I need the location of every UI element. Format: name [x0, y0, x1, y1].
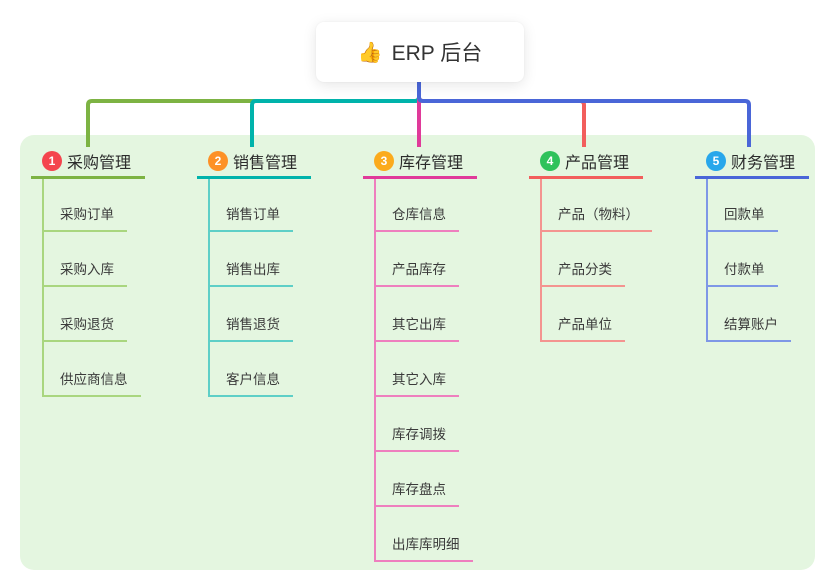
branch-node[interactable]: 1 采购管理 [31, 146, 145, 179]
child-node-label: 其它入库 [392, 372, 446, 387]
child-node-label: 采购入库 [60, 262, 114, 277]
child-node[interactable]: 库存盘点 [376, 452, 459, 507]
child-node[interactable]: 产品分类 [542, 232, 625, 287]
child-node[interactable]: 销售出库 [210, 232, 293, 287]
branch-node[interactable]: 5 财务管理 [695, 146, 809, 179]
child-node[interactable]: 回款单 [708, 179, 778, 232]
branch-number-badge: 4 [540, 151, 560, 171]
root-node[interactable]: 👍 ERP 后台 [316, 22, 524, 82]
child-node-label: 客户信息 [226, 372, 280, 387]
child-node-label: 销售订单 [226, 207, 280, 222]
child-node-label: 销售出库 [226, 262, 280, 277]
child-node[interactable]: 结算账户 [708, 287, 791, 342]
branch-产品管理: 4 产品管理 产品（物料） 产品分类 产品单位 [529, 146, 652, 342]
branch-number-badge: 3 [374, 151, 394, 171]
child-node-label: 产品分类 [558, 262, 612, 277]
branch-销售管理: 2 销售管理 销售订单 销售出库 销售退货 客户信息 [197, 146, 311, 397]
branch-number-badge: 2 [208, 151, 228, 171]
child-node[interactable]: 供应商信息 [44, 342, 141, 397]
child-node[interactable]: 出库库明细 [376, 507, 473, 562]
child-node-label: 产品（物料） [558, 207, 639, 222]
child-node[interactable]: 客户信息 [210, 342, 293, 397]
branch-title-label: 销售管理 [233, 155, 298, 172]
child-node-label: 出库库明细 [392, 537, 460, 552]
branch-children: 采购订单 采购入库 采购退货 供应商信息 [42, 179, 145, 397]
child-node-label: 产品库存 [392, 262, 446, 277]
branch-title-label: 财务管理 [731, 155, 796, 172]
child-node[interactable]: 其它出库 [376, 287, 459, 342]
branch-title-label: 采购管理 [67, 155, 132, 172]
branch-children: 产品（物料） 产品分类 产品单位 [540, 179, 652, 342]
child-node-label: 结算账户 [724, 317, 778, 332]
child-node[interactable]: 产品单位 [542, 287, 625, 342]
child-node[interactable]: 销售订单 [210, 179, 293, 232]
thumbs-up-icon: 👍 [357, 41, 383, 64]
mindmap-background-panel [20, 135, 815, 570]
child-node-label: 仓库信息 [392, 207, 446, 222]
child-node[interactable]: 库存调拨 [376, 397, 459, 452]
child-node-label: 其它出库 [392, 317, 446, 332]
child-node-label: 产品单位 [558, 317, 612, 332]
child-node-label: 采购订单 [60, 207, 114, 222]
child-node[interactable]: 采购退货 [44, 287, 127, 342]
branch-number-badge: 1 [42, 151, 62, 171]
child-node-label: 采购退货 [60, 317, 114, 332]
branch-title-label: 产品管理 [565, 155, 630, 172]
branch-node[interactable]: 3 库存管理 [363, 146, 477, 179]
child-node[interactable]: 采购订单 [44, 179, 127, 232]
branch-children: 销售订单 销售出库 销售退货 客户信息 [208, 179, 311, 397]
child-node-label: 供应商信息 [60, 372, 128, 387]
child-node-label: 库存调拨 [392, 427, 446, 442]
child-node[interactable]: 产品库存 [376, 232, 459, 287]
branch-title-label: 库存管理 [399, 155, 464, 172]
branch-采购管理: 1 采购管理 采购订单 采购入库 采购退货 供应商信息 [31, 146, 145, 397]
branch-财务管理: 5 财务管理 回款单 付款单 结算账户 [695, 146, 809, 342]
child-node[interactable]: 产品（物料） [542, 179, 652, 232]
child-node[interactable]: 付款单 [708, 232, 778, 287]
child-node-label: 库存盘点 [392, 482, 446, 497]
branch-number-badge: 5 [706, 151, 726, 171]
child-node-label: 销售退货 [226, 317, 280, 332]
branch-children: 回款单 付款单 结算账户 [706, 179, 809, 342]
branch-node[interactable]: 4 产品管理 [529, 146, 643, 179]
child-node-label: 付款单 [724, 262, 765, 277]
child-node[interactable]: 采购入库 [44, 232, 127, 287]
branch-children: 仓库信息 产品库存 其它出库 其它入库 库存调拨 库存盘点 出库库明细 [374, 179, 477, 562]
child-node[interactable]: 销售退货 [210, 287, 293, 342]
child-node-label: 回款单 [724, 207, 765, 222]
branch-node[interactable]: 2 销售管理 [197, 146, 311, 179]
child-node[interactable]: 仓库信息 [376, 179, 459, 232]
branch-库存管理: 3 库存管理 仓库信息 产品库存 其它出库 其它入库 库存调拨 库存盘点 出库库… [363, 146, 477, 562]
child-node[interactable]: 其它入库 [376, 342, 459, 397]
root-node-label: ERP 后台 [391, 42, 483, 65]
